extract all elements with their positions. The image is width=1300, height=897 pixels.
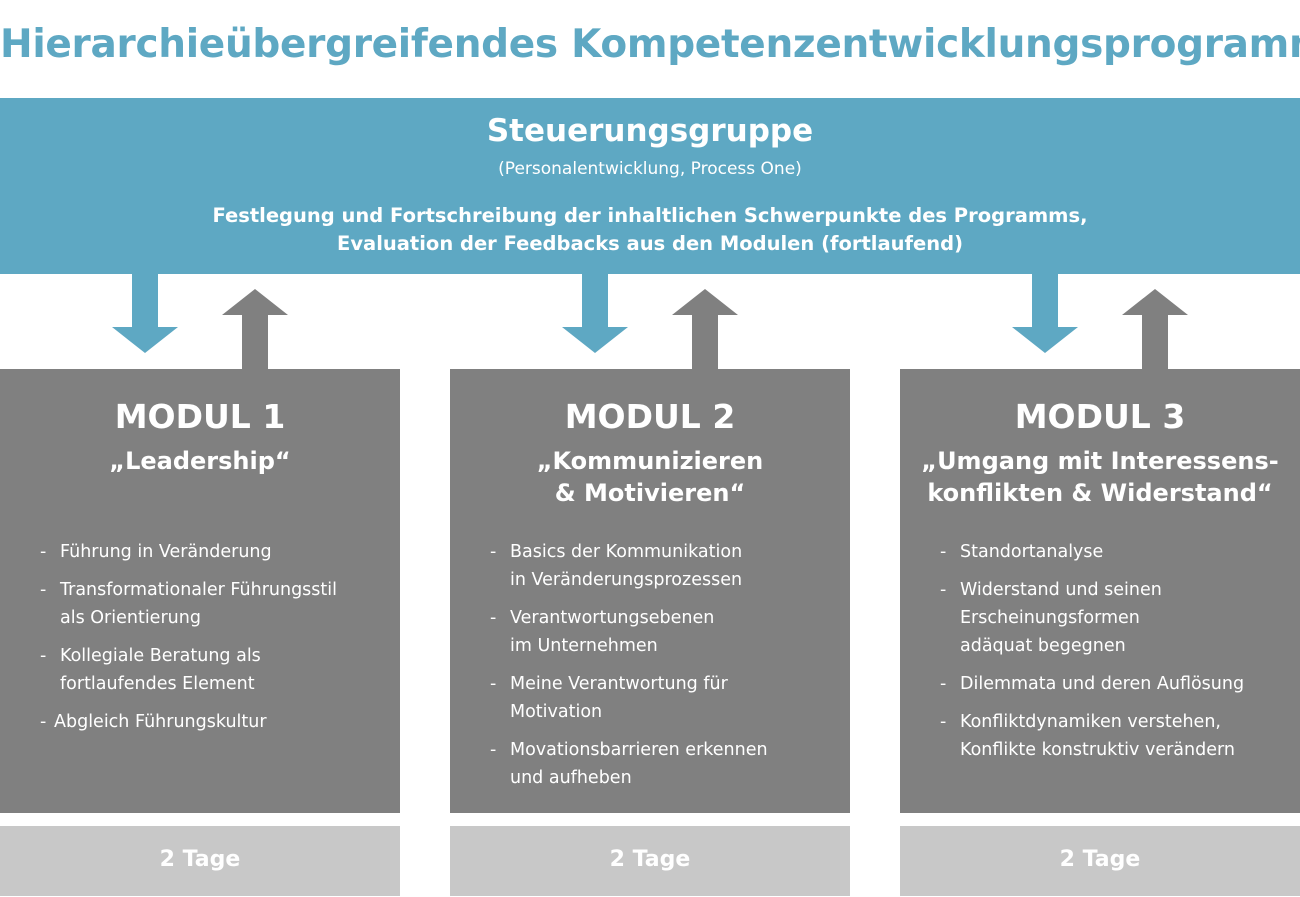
module-subtitle-line: „Leadership“ <box>109 447 291 475</box>
steering-description-line: Evaluation der Feedbacks aus den Modulen… <box>337 232 963 255</box>
module-subtitle: „Leadership“ <box>0 445 400 477</box>
module-subtitle-line: „Umgang mit Interessens- <box>921 447 1279 475</box>
module-3-box: MODUL 3 „Umgang mit Interessens- konflik… <box>900 369 1300 813</box>
module-title: MODUL 3 <box>1014 397 1186 436</box>
list-item: -Standortanalyse <box>940 542 1104 562</box>
page-title: Hierarchieübergreifendes Kompetenzentwic… <box>0 22 1300 67</box>
module-1-box: MODUL 1 „Leadership“ -Führung in Verände… <box>0 369 400 813</box>
module-subtitle: „Kommunizieren & Motivieren“ <box>450 445 850 509</box>
steering-group-description: Festlegung und Fortschreibung der inhalt… <box>0 202 1300 258</box>
arrow-down-icon <box>1012 274 1078 353</box>
module-2-duration: 2 Tage <box>450 826 850 896</box>
module-title: MODUL 2 <box>564 397 736 436</box>
list-item: -Konfliktdynamiken verstehen,Konflikte k… <box>940 712 1235 760</box>
module-subtitle: „Umgang mit Interessens- konflikten & Wi… <box>900 445 1300 509</box>
steering-description-line: Festlegung und Fortschreibung der inhalt… <box>212 204 1088 227</box>
steering-group-box: Steuerungsgruppe (Personalentwicklung, P… <box>0 98 1300 274</box>
arrow-up-icon <box>672 289 738 369</box>
module-topic-list: -Führung in Veränderung -Transformationa… <box>40 538 395 746</box>
arrow-up-icon <box>1122 289 1188 369</box>
list-item: -Führung in Veränderung <box>40 542 272 562</box>
module-2-box: MODUL 2 „Kommunizieren & Motivieren“ -Ba… <box>450 369 850 813</box>
arrow-down-icon <box>112 274 178 353</box>
steering-group-subheading: (Personalentwicklung, Process One) <box>498 159 802 179</box>
list-item: -Dilemmata und deren Auflösung <box>940 674 1245 694</box>
arrow-down-icon <box>562 274 628 353</box>
module-3-duration: 2 Tage <box>900 826 1300 896</box>
module-subtitle-line: konflikten & Widerstand“ <box>927 479 1273 507</box>
steering-group-heading: Steuerungsgruppe <box>486 113 814 149</box>
flow-arrows <box>112 274 1188 369</box>
module-subtitle-line: „Kommunizieren <box>536 447 764 475</box>
list-item: -Abgleich Führungskultur <box>40 712 267 732</box>
module-title: MODUL 1 <box>114 397 286 436</box>
arrow-up-icon <box>222 289 288 369</box>
module-1-duration: 2 Tage <box>0 826 400 896</box>
module-subtitle-line: & Motivieren“ <box>554 479 746 507</box>
